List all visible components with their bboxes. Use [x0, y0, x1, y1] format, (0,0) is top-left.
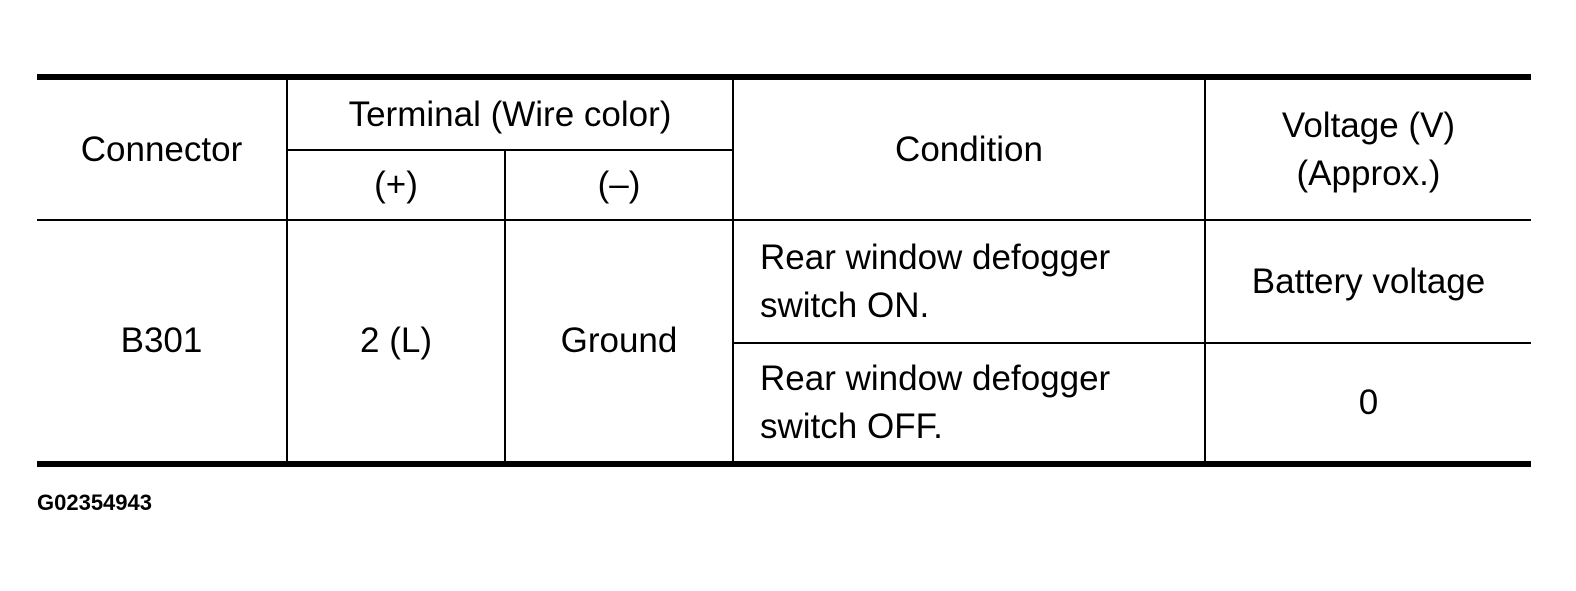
header-voltage-line2: (Approx.)	[1296, 153, 1441, 193]
figure-id: G02354943	[37, 490, 152, 515]
terminal-minus-cell: Ground	[504, 219, 734, 467]
terminal-voltage-table: Connector Terminal (Wire color) Conditio…	[37, 74, 1531, 467]
voltage-cell: 0	[1204, 342, 1531, 467]
header-condition: Condition	[732, 74, 1206, 221]
table-row: Rear window defogger switch OFF. 0	[37, 342, 1531, 467]
header-connector: Connector	[37, 74, 288, 221]
header-subrow: (+) (–)	[37, 149, 1531, 221]
condition-line1: Rear window defogger	[760, 238, 1111, 278]
header-terminal-minus: (–)	[504, 149, 734, 221]
header-terminal-plus: (+)	[286, 149, 506, 221]
header-row: Connector Terminal (Wire color) Conditio…	[37, 74, 1531, 221]
condition-cell: Rear window defogger switch OFF.	[732, 342, 1206, 467]
condition-line2: switch ON.	[760, 285, 930, 325]
connector-cell: B301	[37, 219, 288, 467]
header-voltage: Voltage (V) (Approx.)	[1204, 74, 1531, 221]
table-row: B301 2 (L) Ground Rear window defogger s…	[37, 219, 1531, 467]
terminal-plus-cell: 2 (L)	[286, 219, 506, 467]
header-terminal: Terminal (Wire color)	[286, 74, 734, 151]
condition-line2: switch OFF.	[760, 406, 943, 446]
header-voltage-line1: Voltage (V)	[1281, 106, 1456, 146]
voltage-cell: Battery voltage	[1204, 219, 1531, 344]
condition-line1: Rear window defogger	[760, 359, 1111, 399]
condition-cell: Rear window defogger switch ON.	[732, 219, 1206, 344]
